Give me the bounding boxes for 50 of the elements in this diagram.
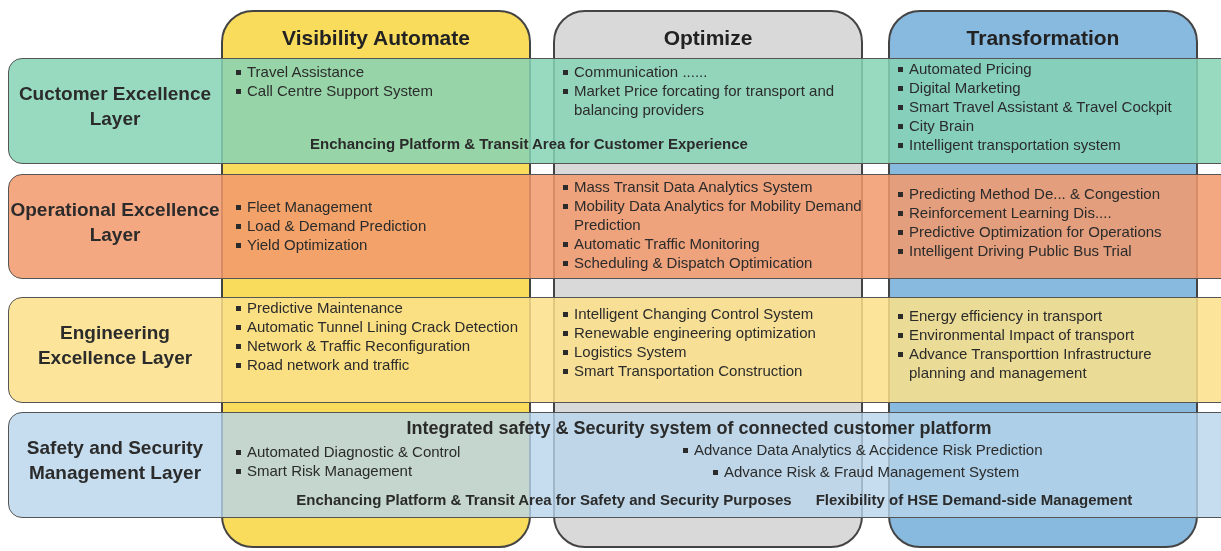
band-caption: Flexibility of HSE Demand-side Management (814, 490, 1134, 510)
list-item: Market Price forcating for transport and balancing providers (574, 81, 836, 119)
list-item: Mass Transit Data Analytics System (574, 177, 813, 196)
list-item: Load & Demand Prediction (247, 216, 427, 235)
layer-band (8, 412, 1221, 518)
band-caption: Enchancing Platform & Transit Area for Customer Experience (309, 134, 749, 154)
list-item: Predictive Maintenance (247, 298, 403, 317)
list-item: Smart Risk Management (247, 461, 413, 480)
list-item: Automatic Tunnel Lining Crack Detection (247, 317, 518, 336)
list-item: Predictive Optimization for Operations (909, 222, 1162, 241)
layer-band (8, 297, 1221, 403)
list-item: Renewable engineering optimization (574, 323, 816, 342)
list-item: City Brain (909, 116, 975, 135)
list-item: Mobility Data Analytics for Mobility Demand Prediction (574, 196, 863, 234)
list-item: Intelligent Changing Control System (574, 304, 814, 323)
list-item: Fleet Management (247, 197, 373, 216)
layer-title: Safety and Security Management Layer (25, 436, 205, 485)
list-item: Yield Optimization (247, 235, 368, 254)
list-item: Advance Data Analytics & Accidence Risk Prediction (694, 440, 1043, 459)
list-item: Energy efficiency in transport (909, 306, 1103, 325)
layer-title: Cuctomer Excellence Layer (17, 82, 213, 131)
list-item: Scheduling & Dispatch Optimication (574, 253, 813, 272)
layer-heading: Integrated safety & Security system of connected customer platform (405, 417, 993, 440)
list-item: Smart Transportation Construction (574, 361, 803, 380)
list-item: Intelligent Driving Public Bus Trial (909, 241, 1132, 260)
list-item: Environmental Impact of transport (909, 325, 1135, 344)
layer-band (8, 58, 1221, 164)
list-item: Predicting Method De... & Congestion (909, 184, 1160, 203)
column-heading: Visibility Automate (281, 25, 471, 51)
list-item: Network & Traffic Reconfiguration (247, 336, 471, 355)
list-item: Call Centre Support System (247, 81, 433, 100)
column-heading: Optimize (662, 25, 754, 51)
list-item: Logistics System (574, 342, 687, 361)
list-item: Digital Marketing (909, 78, 1021, 97)
list-item: Advance Transporttion Infrastructure planning and management (909, 344, 1153, 382)
band-caption: Enchancing Platform & Transit Area for Safety and Security Purposes (295, 490, 793, 510)
list-item: Smart Travel Assistant & Travel Cockpit (909, 97, 1172, 116)
list-item: Automated Diagnostic & Control (247, 442, 461, 461)
layer-title: Operational Excellence Layer (9, 198, 221, 247)
layer-title: Engineering Excellence Layer (36, 321, 194, 370)
list-item: Intelligent transportation system (909, 135, 1121, 154)
list-item: Communication ...... (574, 62, 708, 81)
column-heading: Transformation (965, 25, 1121, 51)
list-item: Advance Risk & Fraud Management System (724, 462, 1020, 481)
list-item: Automated Pricing (909, 59, 1032, 78)
list-item: Travel Assistance (247, 62, 364, 81)
layer-band (8, 174, 1221, 279)
list-item: Automatic Traffic Monitoring (574, 234, 760, 253)
list-item: Reinforcement Learning Dis.... (909, 203, 1112, 222)
list-item: Road network and traffic (247, 355, 410, 374)
